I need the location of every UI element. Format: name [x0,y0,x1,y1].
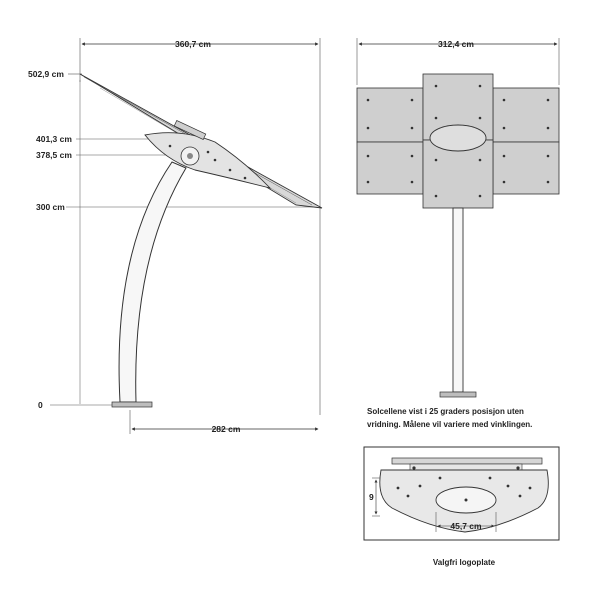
side-width-label: 360,7 cm [175,39,211,49]
side-base-plate [111,401,153,408]
height-top-label: 502,9 cm [28,69,64,79]
detail-height-label: 9 [369,492,374,502]
side-view: 360,7 cm 502,9 cm 401,3 cm 378,5 cm 300 … [28,38,323,434]
footprint-label: 282 cm [212,424,241,434]
height-low-label: 300 cm [36,202,65,212]
panel-right-top [492,87,560,143]
side-width-dimension: 360,7 cm [79,38,321,415]
side-curved-pole [118,161,187,403]
base-label: 0 [38,400,43,410]
side-head-bracket [144,120,272,189]
height-mid2-label: 378,5 cm [36,150,72,160]
front-panel-screws [366,84,550,198]
detail-caption: Valgfri logoplate [433,558,496,567]
front-logo-plate [429,124,487,152]
front-pole [452,207,464,393]
logo-plate-detail: 9 45,7 cm [363,446,560,541]
front-width-dimension: 312,4 cm [356,38,560,85]
note-line-2: vridning. Målene vil variere med vinklin… [367,420,532,429]
front-width-label: 312,4 cm [438,39,474,49]
front-view: 312,4 cm [356,38,560,398]
panel-left-bottom [356,141,424,195]
footprint-dimension: 282 cm [129,410,319,434]
note-line-1: Solcellene vist i 25 graders posisjon ut… [367,407,524,416]
height-mid1-label: 401,3 cm [36,134,72,144]
detail-width-label: 45,7 cm [450,521,482,531]
detail-screws [396,466,532,498]
panel-left-top [356,87,424,143]
front-base-plate [439,391,477,398]
panel-right-bottom [492,141,560,195]
